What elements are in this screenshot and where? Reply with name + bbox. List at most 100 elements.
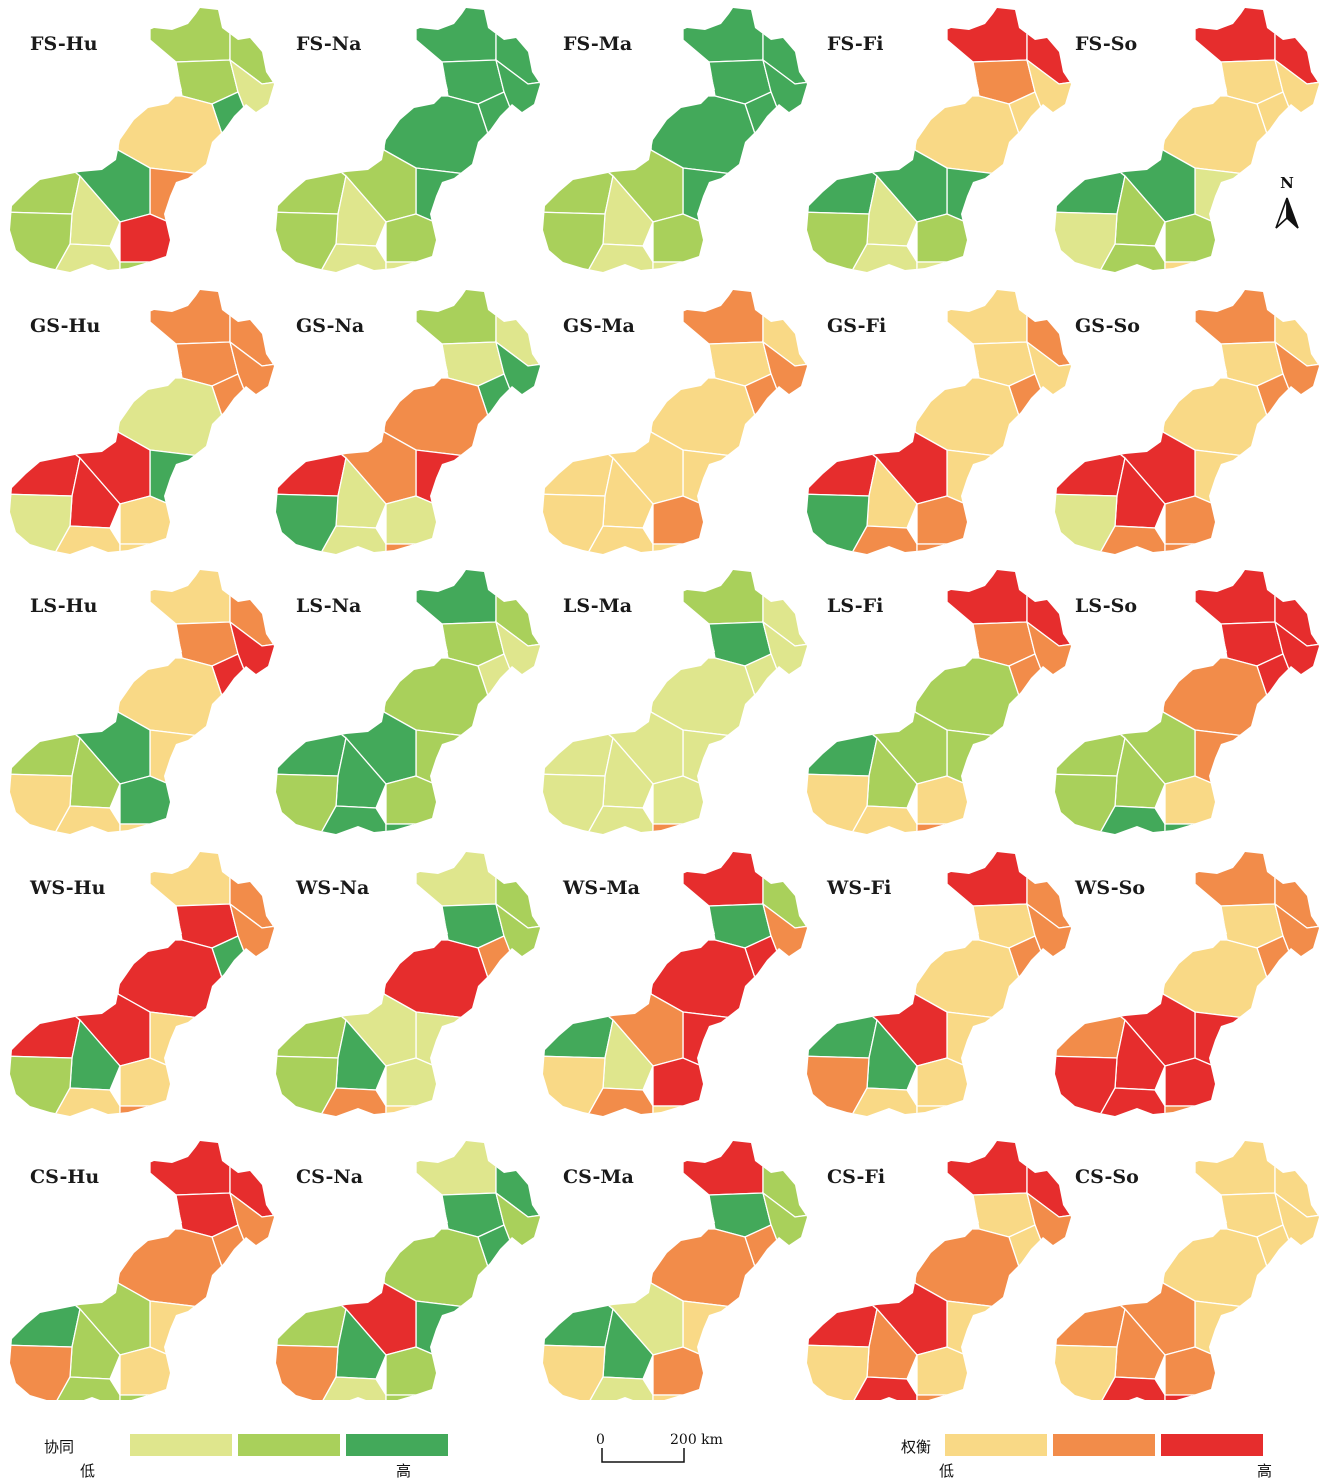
map-zone <box>708 543 774 554</box>
map-panel-gs-ma: GS-Ma <box>543 290 807 554</box>
map-zone <box>276 1228 387 1294</box>
map-zone <box>1242 1278 1319 1364</box>
map-zone <box>1284 789 1319 834</box>
panel-label: FS-Hu <box>30 33 98 55</box>
map-zone <box>581 1376 654 1400</box>
map-zone <box>807 441 878 497</box>
map-zone <box>175 203 251 263</box>
map-zone <box>972 543 1038 554</box>
map-zone <box>1093 1376 1166 1400</box>
map-zone <box>10 441 81 497</box>
map-zone <box>543 939 654 1005</box>
legend-synergy: 协同 低 高 <box>40 1430 448 1479</box>
map-zone <box>119 775 179 825</box>
map-zone <box>1284 1071 1319 1116</box>
map-zone <box>1220 823 1286 834</box>
map-panel-cs-ma: CS-Ma <box>543 1141 807 1400</box>
map-zone <box>682 852 764 907</box>
panel-label: GS-Na <box>296 315 364 337</box>
panel-label: FS-Fi <box>827 33 884 55</box>
map-zone <box>441 1336 517 1396</box>
map-zone <box>543 377 654 443</box>
map-zone <box>1284 227 1319 272</box>
map-zone <box>652 1057 712 1107</box>
panel-label: FS-So <box>1075 33 1137 55</box>
map-zone <box>1220 1336 1296 1396</box>
map-zone <box>441 1394 507 1400</box>
map-zone <box>1284 509 1319 554</box>
map-zone <box>652 1105 710 1116</box>
map-panel-ws-so: WS-So <box>1055 852 1319 1116</box>
map-zone <box>119 1346 179 1396</box>
map-zone <box>1055 1228 1166 1294</box>
map-zone <box>543 1292 614 1348</box>
legend-synergy-swatch-low <box>130 1434 232 1456</box>
map-panel-cs-so: CS-So <box>1055 1141 1319 1400</box>
map-panel-gs-fi: GS-Fi <box>807 290 1071 554</box>
map-zone <box>807 939 918 1005</box>
map-zone <box>1284 823 1319 834</box>
map-panel-ws-hu: WS-Hu <box>10 852 274 1116</box>
map-zone <box>1220 543 1286 554</box>
map-zone <box>149 8 231 63</box>
map-zone <box>1164 495 1224 545</box>
map-zone <box>946 8 1028 63</box>
map-zone <box>972 485 1048 545</box>
legend-synergy-title: 协同 <box>44 1438 75 1456</box>
panel-label: GS-Ma <box>563 315 635 337</box>
map-zone <box>1284 1360 1319 1400</box>
map-zone <box>119 495 179 545</box>
panel-label: FS-Ma <box>563 33 632 55</box>
map-zone <box>415 1141 497 1196</box>
map-zone <box>10 159 81 215</box>
map-zone <box>708 823 774 834</box>
map-zone <box>385 213 445 263</box>
map-zone <box>10 95 121 161</box>
legend-synergy-low: 低 <box>80 1462 96 1479</box>
map-zone <box>1194 852 1276 907</box>
map-zone <box>276 159 347 215</box>
map-zone <box>543 657 654 723</box>
map-zone <box>441 261 507 272</box>
map-zone <box>149 570 231 625</box>
map-zone <box>1242 989 1319 1075</box>
map-zone <box>916 823 974 834</box>
map-zone <box>807 377 918 443</box>
map-zone <box>10 1228 121 1294</box>
map-zone <box>543 1003 614 1059</box>
map-zone <box>149 1141 231 1196</box>
map-zone <box>972 1394 1038 1400</box>
map-zone <box>1194 1141 1276 1196</box>
map-zone <box>505 261 540 272</box>
panel-label: LS-Ma <box>563 595 632 617</box>
map-zone <box>1220 1047 1296 1107</box>
map-zone <box>119 543 177 554</box>
map-zone <box>708 1047 784 1107</box>
map-zone <box>682 290 764 345</box>
map-zone <box>1036 1105 1071 1116</box>
map-zone <box>1242 707 1319 793</box>
map-zone <box>772 543 807 554</box>
map-zone <box>1164 823 1222 834</box>
map-zone <box>505 1105 540 1116</box>
map-zone <box>652 1394 710 1400</box>
map-zone <box>415 852 497 907</box>
map-zone <box>175 543 241 554</box>
map-zone <box>441 765 517 825</box>
map-zone <box>946 852 1028 907</box>
map-zone <box>708 203 784 263</box>
map-zone <box>1194 290 1276 345</box>
map-zone <box>708 1105 774 1116</box>
map-zone <box>197 1278 274 1364</box>
map-panel-fs-fi: FS-Fi <box>807 8 1071 272</box>
map-zone <box>652 213 712 263</box>
map-zone <box>946 570 1028 625</box>
map-zone <box>385 1105 443 1116</box>
map-zone <box>652 823 710 834</box>
map-zone <box>652 261 710 272</box>
map-zone <box>807 1003 878 1059</box>
map-zone <box>197 427 274 513</box>
map-zone <box>463 707 540 793</box>
map-zone <box>1242 427 1319 513</box>
map-zone <box>276 441 347 497</box>
